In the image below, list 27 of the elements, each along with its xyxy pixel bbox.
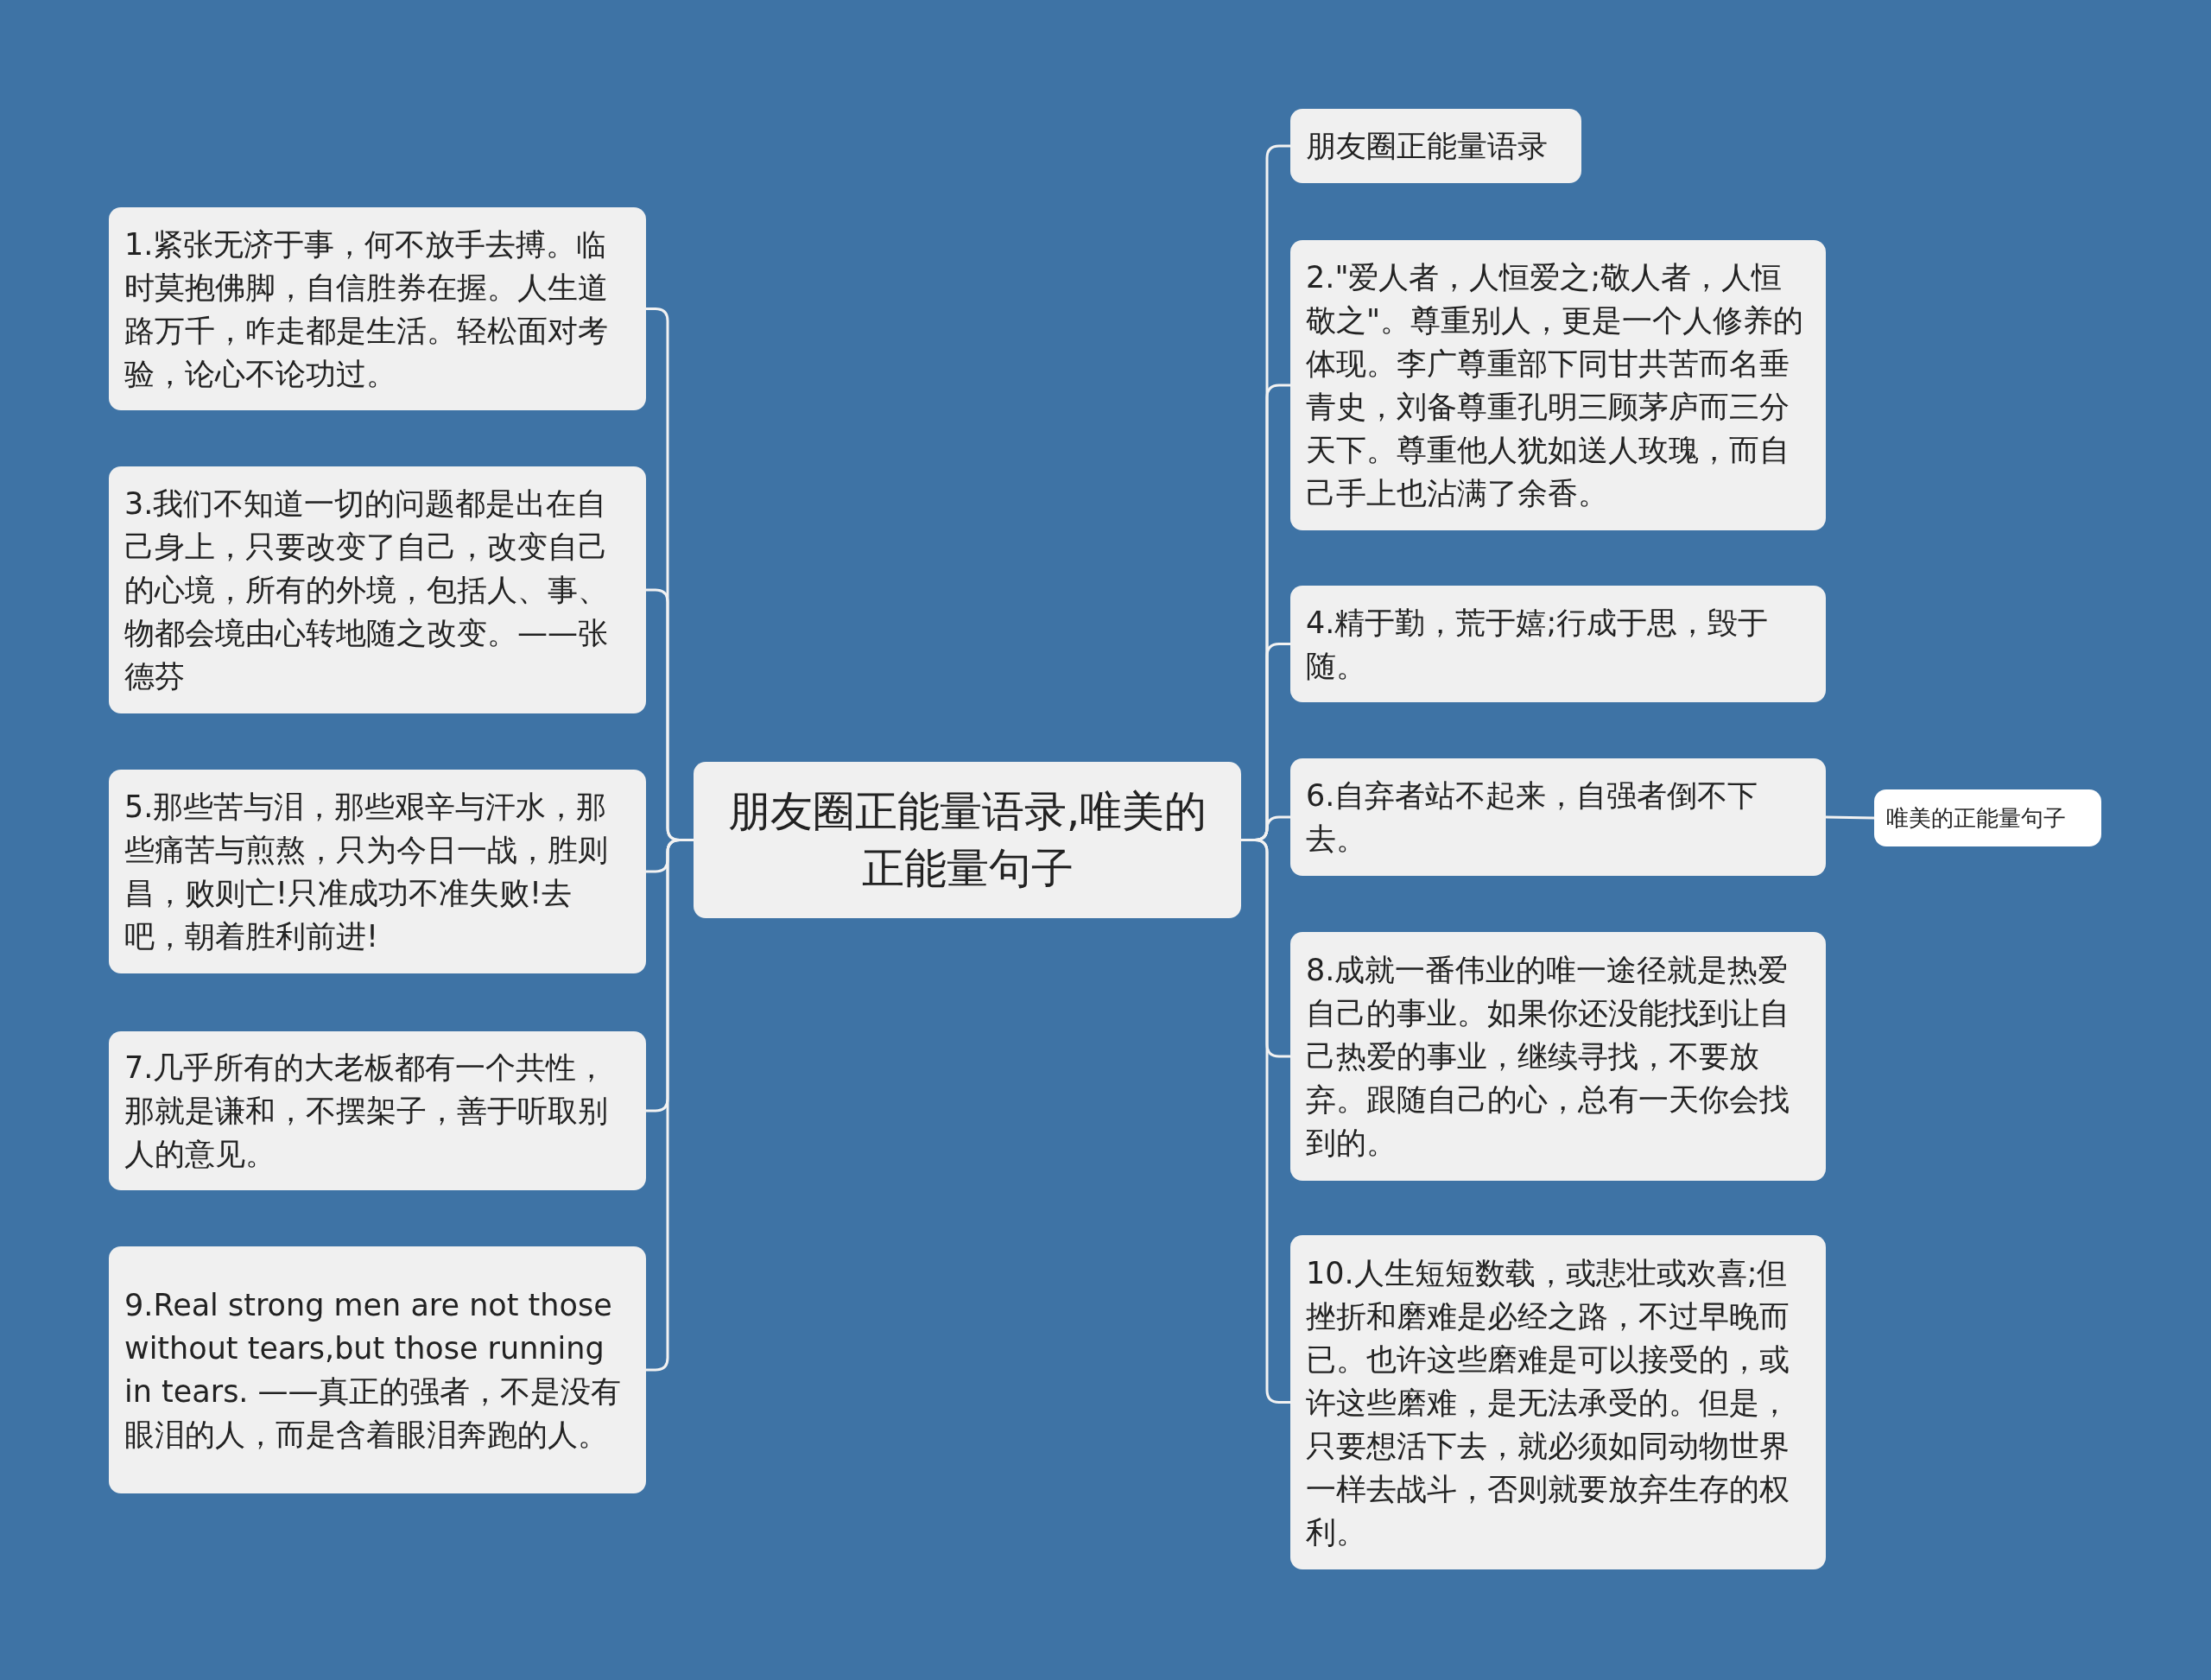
- central-topic-box: [694, 762, 1241, 918]
- quote-text: 2."爱人者，人恒爱之;敬人者，人恒敬之"。尊重别人，更是一个人修养的体现。李广尊重部下同甘共苦而名垂青史，刘备尊重孔明三顾茅庐而三分天下。尊重他人犹如送人玫瑰，而自己手上也沾满了余香。: [1306, 259, 1805, 512]
- quote-text: 8.成就一番伟业的唯一途径就是热爱自己的事业。如果你还没能找到让自己热爱的事业，继续寻找，不要放弃。跟随自己的心，总有一天你会找到的。: [1306, 952, 1790, 1162]
- quote-text: 唯美的正能量句子: [1886, 803, 2067, 833]
- quote-text: 1.紧张无济于事，何不放手去搏。临时莫抱佛脚，自信胜券在握。人生道路万千，咋走都是生活。轻松面对考验，论心不论功过。: [124, 225, 609, 393]
- topic-box: [1290, 109, 1581, 183]
- quote-text: 9.Real strong men are not those without tears,but those running in tears. ——真正的强者，不是没有眼泪的人，而是含着眼泪奔跑的人。: [124, 1287, 622, 1454]
- topic-box: [1290, 586, 1826, 702]
- quote-text: 4.精于勤，荒于嬉;行成于思，毁于随。: [1306, 604, 1770, 685]
- quote-text: 10.人生短短数载，或悲壮或欢喜;但挫折和磨难是必经之路，不过早晚而已。也许这些磨难是可以接受的，或许这些磨难，是无法承受的。但是，只要想活下去，就必须如同动物世界一样去战斗，否则就要放弃生存的权利。: [1306, 1254, 1790, 1551]
- quote-text: 朋友圈正能量语录: [1306, 128, 1549, 165]
- quote-text: 3.我们不知道一切的问题都是出在自己身上，只要改变了自己，改变自己的心境，所有的外境，包括人、事、物都会境由心转地随之改变。——张德芬: [124, 485, 609, 695]
- quote-text: 5.那些苦与泪，那些艰辛与汗水，那些痛苦与煎熬，只为今日一战，胜则昌，败则亡!只准成功不准失败!去吧，朝着胜利前进!: [124, 789, 609, 955]
- quote-text: 7.几乎所有的大老板都有一个共性，那就是谦和，不摆架子，善于听取别人的意见。: [124, 1049, 609, 1173]
- topic-title: 朋友圈正能量语录,唯美的正能量句子: [726, 785, 1208, 895]
- topic-box: [1290, 240, 1826, 530]
- topic-box: [109, 1031, 646, 1190]
- topic-box: [109, 466, 646, 713]
- topic-box: [1290, 1235, 1826, 1569]
- connector-line: [1825, 815, 1875, 820]
- quote-text: 6.自弃者站不起来，自强者倒不下去。: [1306, 777, 1759, 858]
- topic-box: [109, 770, 646, 973]
- topic-box: [109, 207, 646, 410]
- topic-box: [109, 1246, 646, 1493]
- topic-box: [1290, 758, 1826, 876]
- topic-box: [1290, 932, 1826, 1181]
- subtopic-box: [1874, 789, 2101, 846]
